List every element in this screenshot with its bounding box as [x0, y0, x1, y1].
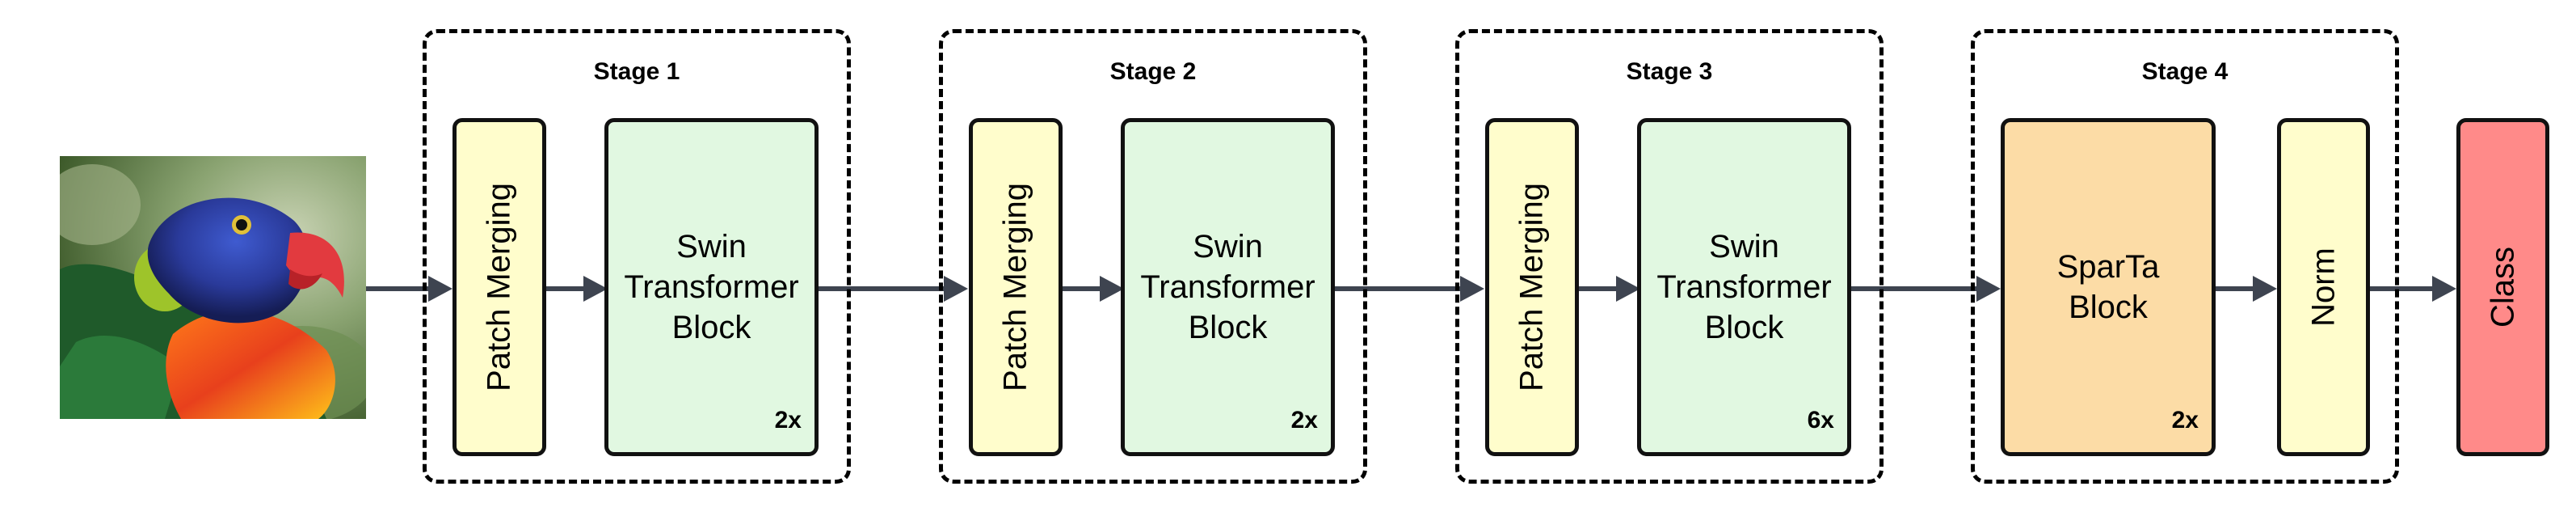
block-label: Swin Transformer Block	[624, 229, 799, 345]
arrowhead	[1460, 276, 1484, 302]
stage-3-label: Stage 3	[1626, 58, 1713, 85]
arrowhead	[2253, 276, 2277, 302]
repeat-count: 2x	[2171, 407, 2199, 434]
stage-4-label: Stage 4	[2141, 58, 2229, 85]
stage-1-container	[423, 29, 851, 484]
stage-1-label: Stage 1	[593, 58, 680, 85]
arrowhead	[2432, 276, 2456, 302]
patch-merging-label: Patch Merging	[1513, 183, 1550, 391]
class-output-block: Class	[2456, 118, 2549, 456]
patch-merging-block-2: Patch Merging	[969, 118, 1063, 456]
stage-3-container	[1455, 29, 1884, 484]
repeat-count: 2x	[1290, 407, 1318, 434]
swin-transformer-block-3: Swin Transformer Block 6x	[1637, 118, 1851, 456]
arrowhead	[944, 276, 968, 302]
norm-label: Norm	[2305, 247, 2341, 327]
arrowhead	[583, 276, 608, 302]
swin-transformer-block-2: Swin Transformer Block 2x	[1121, 118, 1335, 456]
class-label: Class	[2485, 246, 2520, 328]
block-label: Swin Transformer Block	[1140, 229, 1315, 345]
patch-merging-block-3: Patch Merging	[1485, 118, 1579, 456]
stage-2-label: Stage 2	[1109, 58, 1197, 85]
arrowhead	[428, 276, 452, 302]
swin-transformer-block-1: Swin Transformer Block 2x	[604, 118, 819, 456]
parrot-illustration	[60, 156, 366, 419]
stage-4-container	[1971, 29, 2399, 484]
patch-merging-label: Patch Merging	[997, 183, 1033, 391]
arrowhead	[1976, 276, 2001, 302]
norm-block: Norm	[2277, 118, 2370, 456]
input-image	[60, 156, 366, 419]
sparta-block: SparTa Block 2x	[2001, 118, 2216, 456]
arrowhead	[1616, 276, 1640, 302]
patch-merging-label: Patch Merging	[481, 183, 517, 391]
arrowhead	[1100, 276, 1124, 302]
block-label: Swin Transformer Block	[1656, 229, 1832, 345]
patch-merging-block-1: Patch Merging	[452, 118, 546, 456]
repeat-count: 6x	[1807, 407, 1834, 434]
stage-2-container	[939, 29, 1367, 484]
block-label: SparTa Block	[2056, 249, 2160, 325]
repeat-count: 2x	[774, 407, 802, 434]
